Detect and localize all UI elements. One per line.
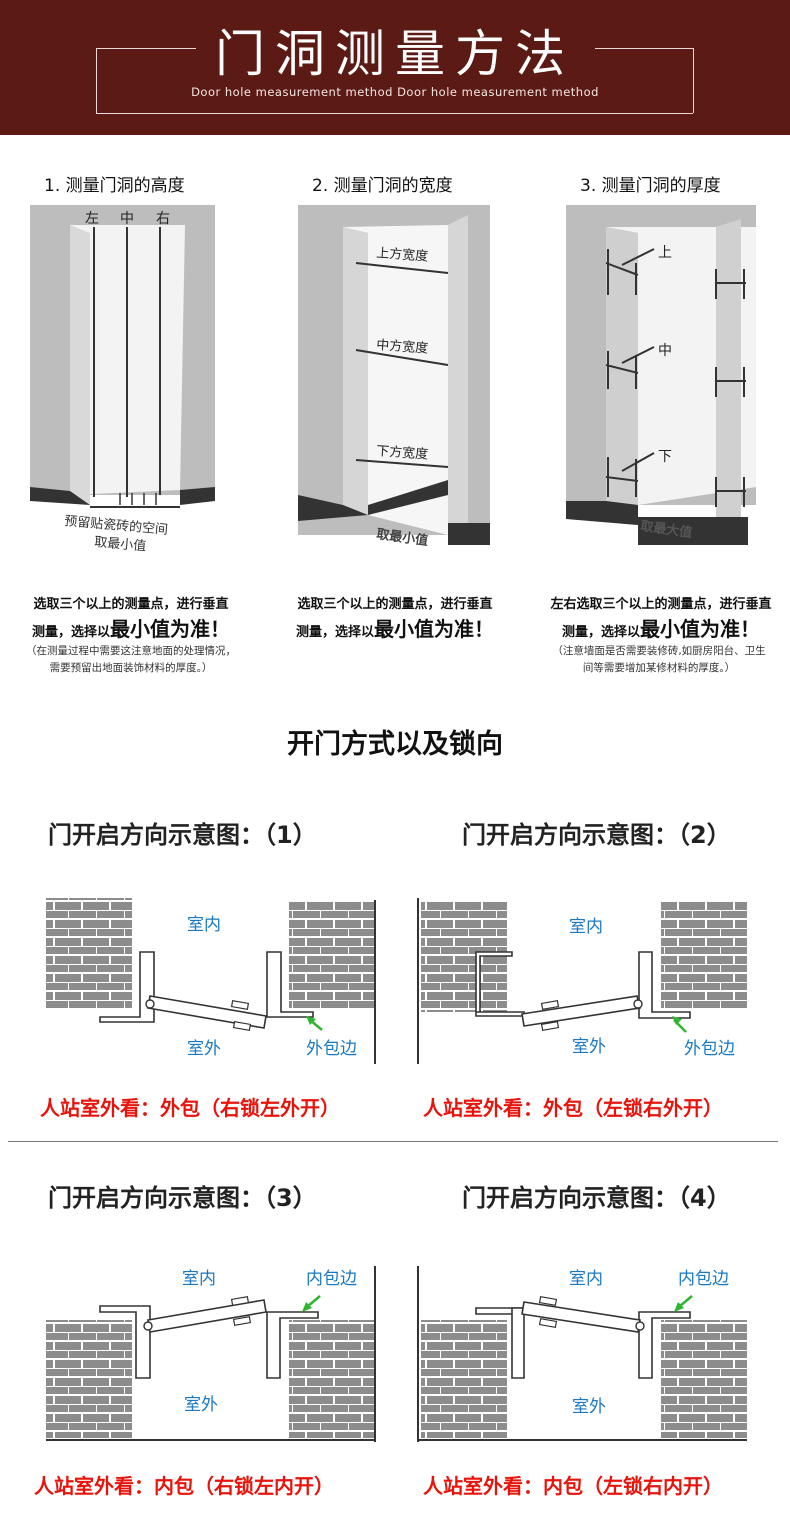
door-diagram-2: 室内 室外 外包边: [417, 898, 747, 1064]
step-3-note-prefix: 测量，选择以: [561, 625, 640, 640]
height-label-left: 左: [85, 211, 99, 227]
diagram-3-caption: 人站室外看：内包（右锁左内开）: [34, 1474, 334, 1498]
diagram-1-edge-label: 外包边: [306, 1039, 357, 1059]
width-label-bottom: 下方宽度: [376, 443, 429, 463]
thickness-measure-figure: 上 中 下 取最大值: [566, 205, 756, 545]
step-1-subnote: （在测量过程中需要这注意地面的处理情况， 需要预留出地面装饰材料的厚度。）: [0, 643, 262, 677]
diagram-4-inside-label: 室内: [569, 1269, 603, 1289]
diagram-3-edge-label: 内包边: [306, 1269, 357, 1289]
height-label-middle: 中: [120, 211, 134, 227]
diagram-3-inside-label: 室内: [182, 1269, 216, 1289]
diagram-3-outside-label: 室外: [184, 1395, 218, 1415]
step-3-note-emphasis: 最小值为准！: [640, 617, 760, 641]
width-label-top: 上方宽度: [376, 245, 429, 265]
diagram-4-title: 门开启方向示意图：（4）: [462, 1184, 731, 1212]
step-2-note-emphasis: 最小值为准！: [374, 617, 494, 641]
thickness-label-middle: 中: [658, 343, 672, 359]
diagram-3-title: 门开启方向示意图：（3）: [48, 1184, 317, 1212]
diagram-4-arrow-icon: [679, 1295, 693, 1307]
diagram-2-title: 门开启方向示意图：（2）: [462, 821, 731, 849]
page-header: 门洞测量方法 Door hole measurement method Door…: [0, 0, 790, 135]
step-2-note-prefix: 测量，选择以: [295, 625, 374, 640]
diagram-1-inside-label: 室内: [187, 915, 221, 935]
door-diagram-4: 室内 室外 内包边: [417, 1266, 747, 1442]
diagram-2-caption: 人站室外看：外包（左锁右外开）: [423, 1096, 723, 1120]
step-3-subnote: （注意墙面是否需要装修砖,如厨房阳台、卫生 间等需要增加某修材料的厚度。）: [528, 643, 790, 677]
thickness-label-top: 上: [658, 245, 672, 261]
diagram-2-edge-label: 外包边: [684, 1039, 735, 1059]
header-line-right-vert: [693, 48, 694, 113]
step-1-note: 选取三个以上的测量点，进行垂直 测量，选择以最小值为准！: [6, 593, 256, 645]
step-1-note-line1: 选取三个以上的测量点，进行垂直: [33, 597, 229, 612]
door-diagram-1: 室内 室外 外包边: [46, 898, 376, 1064]
width-min-note: 取最小值: [375, 526, 429, 549]
height-label-right: 右: [156, 211, 170, 227]
diagram-4-outside-label: 室外: [572, 1397, 606, 1417]
step-3-note-line1: 左右选取三个以上的测量点，进行垂直: [550, 597, 772, 612]
height-min-note: 取最小值: [94, 534, 147, 554]
step-1-subnote-line2: 需要预留出地面装饰材料的厚度。）: [49, 662, 213, 674]
step-3-title: 3. 测量门洞的厚度: [580, 176, 721, 196]
thickness-label-bottom: 下: [658, 449, 672, 465]
height-measure-figure: 左 中 右 预留贴瓷砖的空间 取最小值: [30, 205, 215, 555]
step-2-title: 2. 测量门洞的宽度: [312, 176, 453, 196]
tile-space-note: 预留贴瓷砖的空间: [64, 513, 169, 538]
step-2-note-line1: 选取三个以上的测量点，进行垂直: [297, 597, 493, 612]
diagram-4-edge-label: 内包边: [678, 1269, 729, 1289]
step-1-note-prefix: 测量，选择以: [31, 625, 110, 640]
page-title: 门洞测量方法: [215, 25, 575, 83]
header-line-left: [96, 48, 196, 49]
diagram-1-outside-label: 室外: [187, 1039, 221, 1059]
step-3-subnote-line2: 间等需要增加某修材料的厚度。）: [582, 662, 736, 674]
diagram-2-inside-label: 室内: [569, 917, 603, 937]
section-title: 开门方式以及锁向: [287, 729, 503, 760]
step-2-note: 选取三个以上的测量点，进行垂直 测量，选择以最小值为准！: [270, 593, 520, 645]
diagram-3-arrow-icon: [307, 1295, 321, 1307]
header-line-left-vert: [96, 48, 97, 113]
page-subtitle: Door hole measurement method Door hole m…: [191, 85, 599, 99]
step-1-note-emphasis: 最小值为准！: [110, 617, 230, 641]
diagram-4-caption: 人站室外看：内包（左锁右内开）: [423, 1474, 723, 1498]
step-3-subnote-line1: （注意墙面是否需要装修砖,如厨房阳台、卫生: [552, 645, 766, 657]
step-1-title: 1. 测量门洞的高度: [44, 176, 185, 196]
section-divider: [8, 1141, 778, 1142]
diagram-1-title: 门开启方向示意图：（1）: [48, 821, 317, 849]
door-diagram-3: 室内 室外 内包边: [46, 1266, 376, 1442]
width-measure-figure: 上方宽度 中方宽度 下方宽度 取最小值: [298, 205, 490, 549]
step-3-note: 左右选取三个以上的测量点，进行垂直 测量，选择以最小值为准！: [530, 593, 790, 645]
diagram-2-outside-label: 室外: [572, 1037, 606, 1057]
header-line-right: [595, 48, 693, 49]
width-label-middle: 中方宽度: [376, 337, 429, 357]
header-line-bottom: [96, 113, 693, 114]
diagram-1-caption: 人站室外看：外包（右锁左外开）: [40, 1096, 340, 1120]
step-1-subnote-line1: （在测量过程中需要这注意地面的处理情况，: [26, 645, 236, 657]
thickness-max-note: 取最大值: [639, 518, 693, 541]
